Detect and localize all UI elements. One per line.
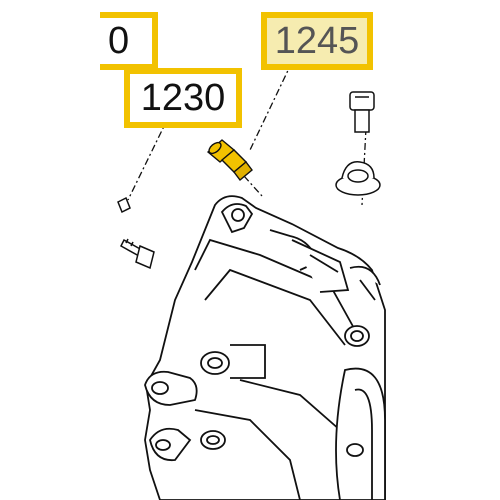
- part-callout-partial: 0: [100, 12, 158, 70]
- part-callout-1245: 1245: [261, 12, 373, 70]
- leader-line-1245: [249, 61, 293, 151]
- top-right-bolt: [349, 91, 375, 133]
- grease-fitting-1245: [206, 139, 253, 182]
- leader-line-fitting-axis: [243, 175, 263, 197]
- small-screw-1230: [117, 196, 131, 214]
- long-bolt: [120, 238, 155, 270]
- leader-line-1230: [127, 117, 169, 201]
- part-callout-1230: 1230: [124, 68, 242, 128]
- cap-nut: [335, 161, 381, 196]
- gear-housing: [144, 195, 386, 500]
